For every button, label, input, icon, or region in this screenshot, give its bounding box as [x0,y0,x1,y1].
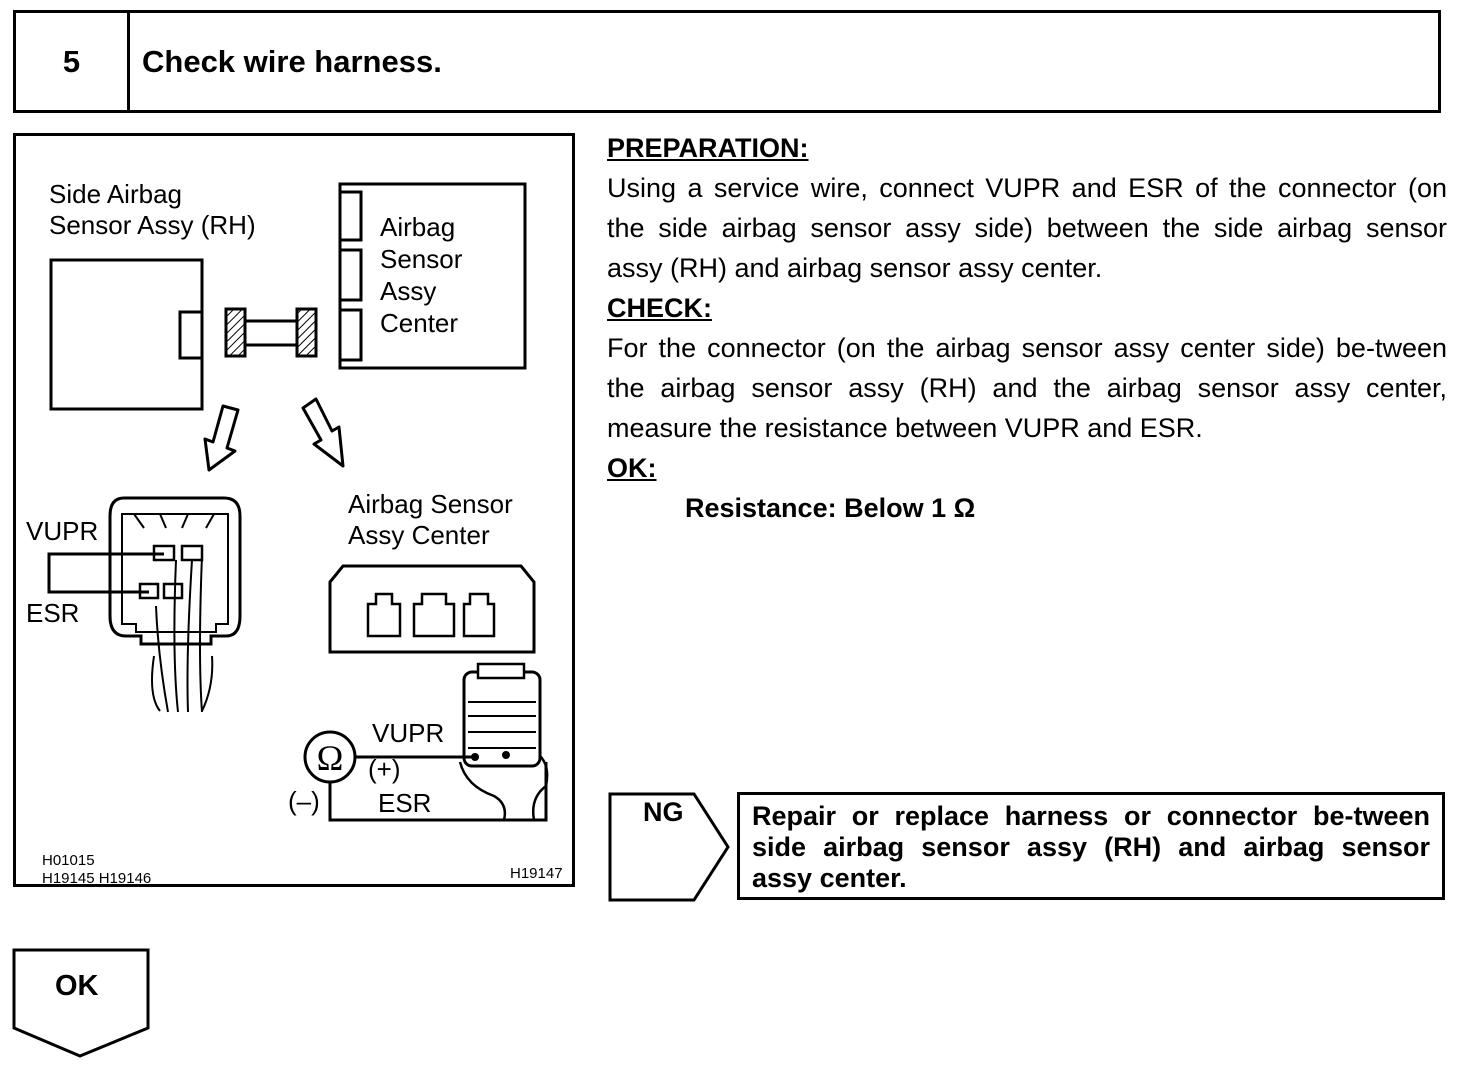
terminal-4 [162,582,184,600]
vupr-left-label: VUPR [26,516,98,546]
connector-rib-2 [159,513,167,529]
ng-arrow-icon [608,792,730,902]
center-lower-label-1: Airbag Sensor [348,489,513,519]
held-connector-top [476,662,526,680]
center-label-1: Airbag [380,212,455,242]
service-wire [47,552,164,594]
ok-label: OK [55,970,99,1002]
side-connector-inner [121,513,229,633]
ok-arrow-icon [12,948,150,1058]
preparation-text: Using a service wire, connect VUPR and E… [607,173,1447,283]
center-label-3: Assy [380,276,436,306]
preparation-heading: PREPARATION: [607,133,809,163]
plug-right [295,307,318,358]
connector-rib-3 [181,513,189,529]
wire-bundle [151,555,214,713]
step-header: 5 Check wire harness. [13,10,1441,113]
terminal-2 [180,544,204,562]
minus-label: (–) [288,786,320,816]
esr-left-label: ESR [26,598,79,628]
arrow-down-right-icon [301,397,345,468]
check-text: For the connector (on the airbag sensor … [607,333,1447,443]
figure-code-1: H01015 [42,852,95,869]
side-sensor-connector [178,310,204,360]
check-heading: CHECK: [607,293,712,323]
center-slot-3 [338,308,363,362]
ok-heading: OK: [607,453,657,483]
center-lower-label-2: Assy Center [348,520,490,550]
step-number: 5 [16,13,130,110]
side-sensor-label-2: Sensor Assy (RH) [49,210,256,240]
esr-meter-label: ESR [378,788,431,818]
center-lower-body [328,564,536,654]
center-port-2 [412,592,456,638]
center-port-1 [366,592,402,638]
connector-rib-1 [133,513,145,529]
probe-plus-tip [471,753,479,761]
probe-minus-lead [328,762,548,822]
center-slot-1 [338,190,363,242]
ng-label: NG [643,797,684,827]
arrow-down-left-icon [203,404,240,472]
held-connector [462,670,542,768]
ng-action: Repair or replace harness or connector b… [737,792,1445,900]
resistance-spec: Resistance: Below 1 Ω [685,493,976,523]
figure-code-right: H19147 [510,865,563,882]
ohm-symbol: Ω [317,738,344,778]
center-label-4: Center [380,308,458,338]
center-port-3 [462,592,496,638]
plus-label: (+) [368,754,401,784]
wiring-figure: Side Airbag Sensor Assy (RH) Airbag Sens… [13,133,575,887]
center-slot-2 [338,248,363,302]
connector-rib-4 [205,513,215,529]
center-label-2: Sensor [380,244,463,274]
probe-minus-tip [502,751,510,759]
side-connector-body [108,496,242,646]
figure-code-2: H19145 H19146 [42,870,151,884]
side-sensor-label-1: Side Airbag [49,179,182,209]
instructions: PREPARATION: Using a service wire, conne… [607,128,1447,528]
plug-left [224,307,247,358]
step-title: Check wire harness. [142,43,442,79]
vupr-meter-label: VUPR [372,718,444,748]
wiring-diagram: Side Airbag Sensor Assy (RH) Airbag Sens… [26,179,563,884]
